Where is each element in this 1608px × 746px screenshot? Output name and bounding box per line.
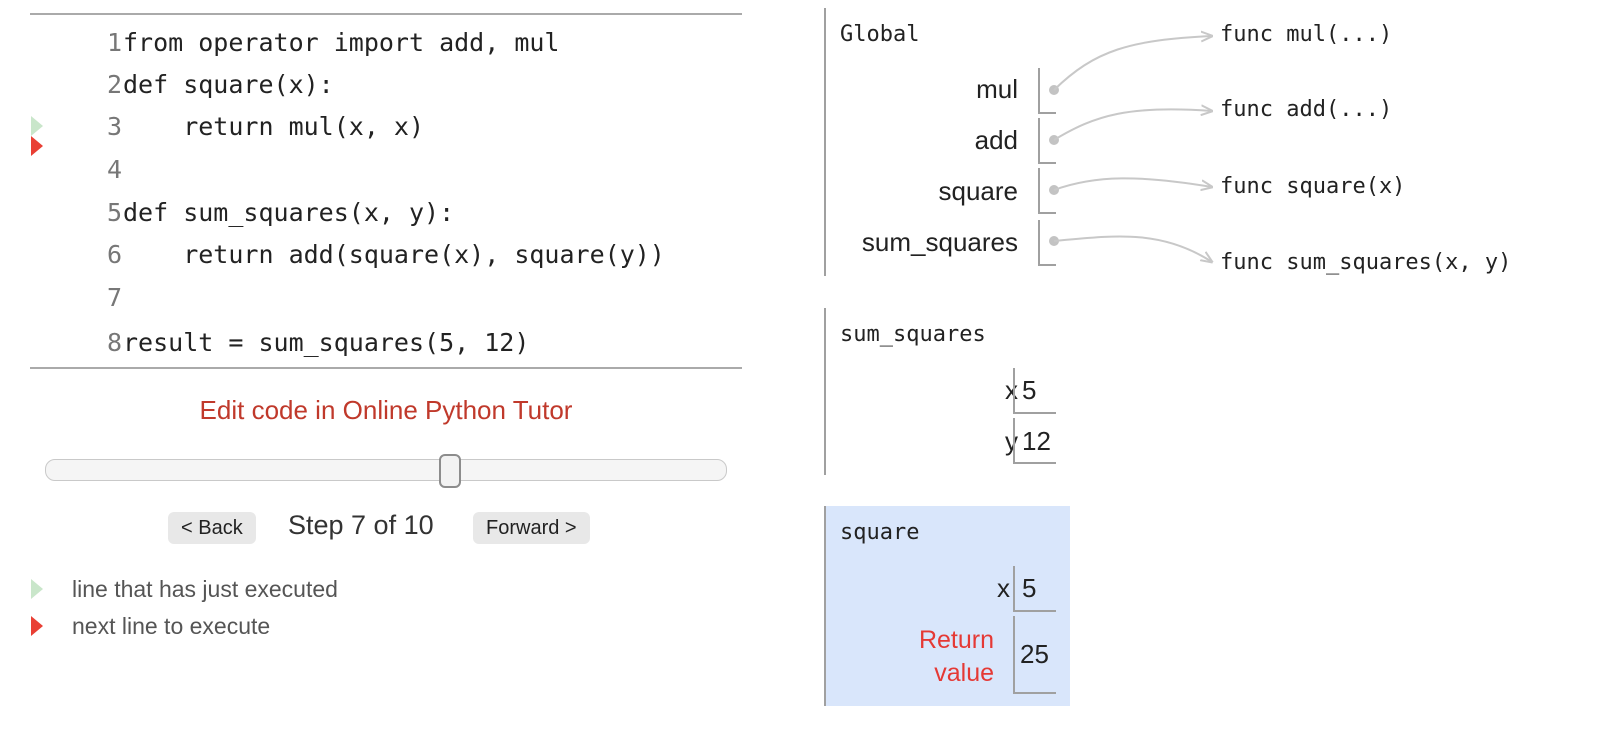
return-value-label: Return value [919,624,994,690]
line-number: 4 [106,155,122,184]
frame-title: square [840,520,920,545]
step-slider-handle[interactable] [439,454,461,488]
code-text: from operator import add, mul [123,28,560,57]
square-frame: square x 5 Return value 25 [824,506,1070,706]
code-text: return mul(x, x) [123,112,425,141]
just-executed-arrow-icon [31,116,43,136]
var-box [1038,220,1056,266]
global-frame: Global mul add square sum_squares [824,8,1086,276]
var-box [1038,68,1056,114]
code-line-3: 3 return mul(x, x) [30,107,800,147]
code-line-8: 8 result = sum_squares(5, 12) [30,323,800,363]
var-name-mul: mul [976,74,1018,104]
var-value-x: 5 [1022,375,1037,405]
code-line-5: 5 def sum_squares(x, y): [30,193,800,233]
step-slider[interactable] [45,459,727,481]
back-button[interactable]: < Back [168,512,256,544]
var-name-square: square [938,176,1019,206]
var-name-add: add [974,125,1018,155]
return-value: 25 [1020,639,1049,669]
forward-button[interactable]: Forward > [473,512,590,544]
line-number: 7 [106,283,122,312]
return-label-line2: value [934,659,994,687]
pointer-add [1053,109,1212,141]
return-label-line1: Return [918,626,994,654]
var-box [1013,418,1056,464]
line-number: 2 [106,70,122,99]
var-name-sum-squares: sum_squares [861,227,1018,257]
func-object-add: func add(...) [1220,97,1393,122]
var-box [1013,566,1056,612]
code-text: def square(x): [123,70,334,99]
next-line-arrow-icon [31,136,43,156]
code-line-6: 6 return add(square(x), square(y)) [30,235,800,275]
line-number: 1 [106,28,122,57]
pointer-sum-squares [1053,235,1212,262]
var-value-x: 5 [1022,573,1037,603]
var-box [1038,168,1056,214]
legend-next-line: next line to execute [72,613,271,639]
code-line-7: 7 [30,278,800,318]
legend-red-arrow-icon [31,616,43,636]
pointer-square [1053,177,1212,190]
code-line-1: 1 from operator import add, mul [30,23,800,63]
code-text: result = sum_squares(5, 12) [123,328,530,357]
frame-title: sum_squares [840,322,986,347]
var-box [1013,616,1056,694]
code-bottom-rule [30,367,742,369]
edit-code-link[interactable]: Edit code in Online Python Tutor [199,395,573,425]
line-number: 3 [106,112,122,141]
func-object-square: func square(x) [1220,174,1406,199]
var-value-y: 12 [1022,426,1051,456]
func-object-mul: func mul(...) [1220,22,1393,47]
code-top-rule [30,13,742,15]
func-object-sum-squares: func sum_squares(x, y) [1220,250,1512,275]
var-box [1038,118,1056,164]
line-number: 8 [106,328,122,357]
var-box [1013,368,1056,414]
code-text: return add(square(x), square(y)) [123,240,665,269]
step-counter: Step 7 of 10 [288,510,434,540]
frame-title: Global [840,22,920,47]
code-line-4: 4 [30,150,800,190]
code-text: def sum_squares(x, y): [123,198,455,227]
var-name-x: x [997,573,1010,603]
legend-just-executed: line that has just executed [72,576,338,602]
legend-green-arrow-icon [31,579,43,599]
code-line-2: 2 def square(x): [30,65,800,105]
line-number: 6 [106,240,122,269]
line-number: 5 [106,198,122,227]
sum-squares-frame: sum_squares x 5 y 12 [824,308,1086,475]
pointer-mul [1053,36,1212,91]
